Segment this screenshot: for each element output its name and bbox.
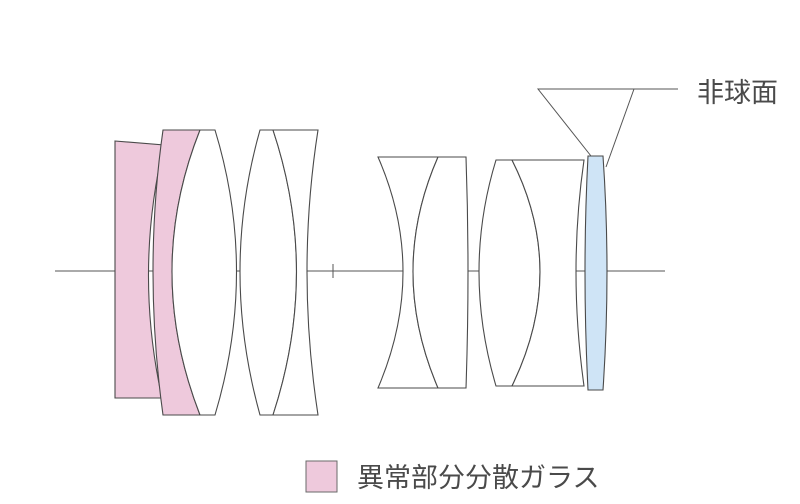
lens-element-7 [412, 156, 469, 389]
legend-ed-swatch [305, 460, 338, 493]
lens-element-5 [272, 129, 319, 416]
lens-element-9 [511, 159, 585, 387]
lens-element-3 [171, 129, 238, 416]
aspherical-surface-label: 非球面 [697, 78, 778, 109]
aspherical-callout-leader [536, 88, 678, 168]
legend-ed-label: 異常部分分散ガラス [357, 463, 599, 494]
lens-element-10-aspherical [584, 155, 608, 391]
